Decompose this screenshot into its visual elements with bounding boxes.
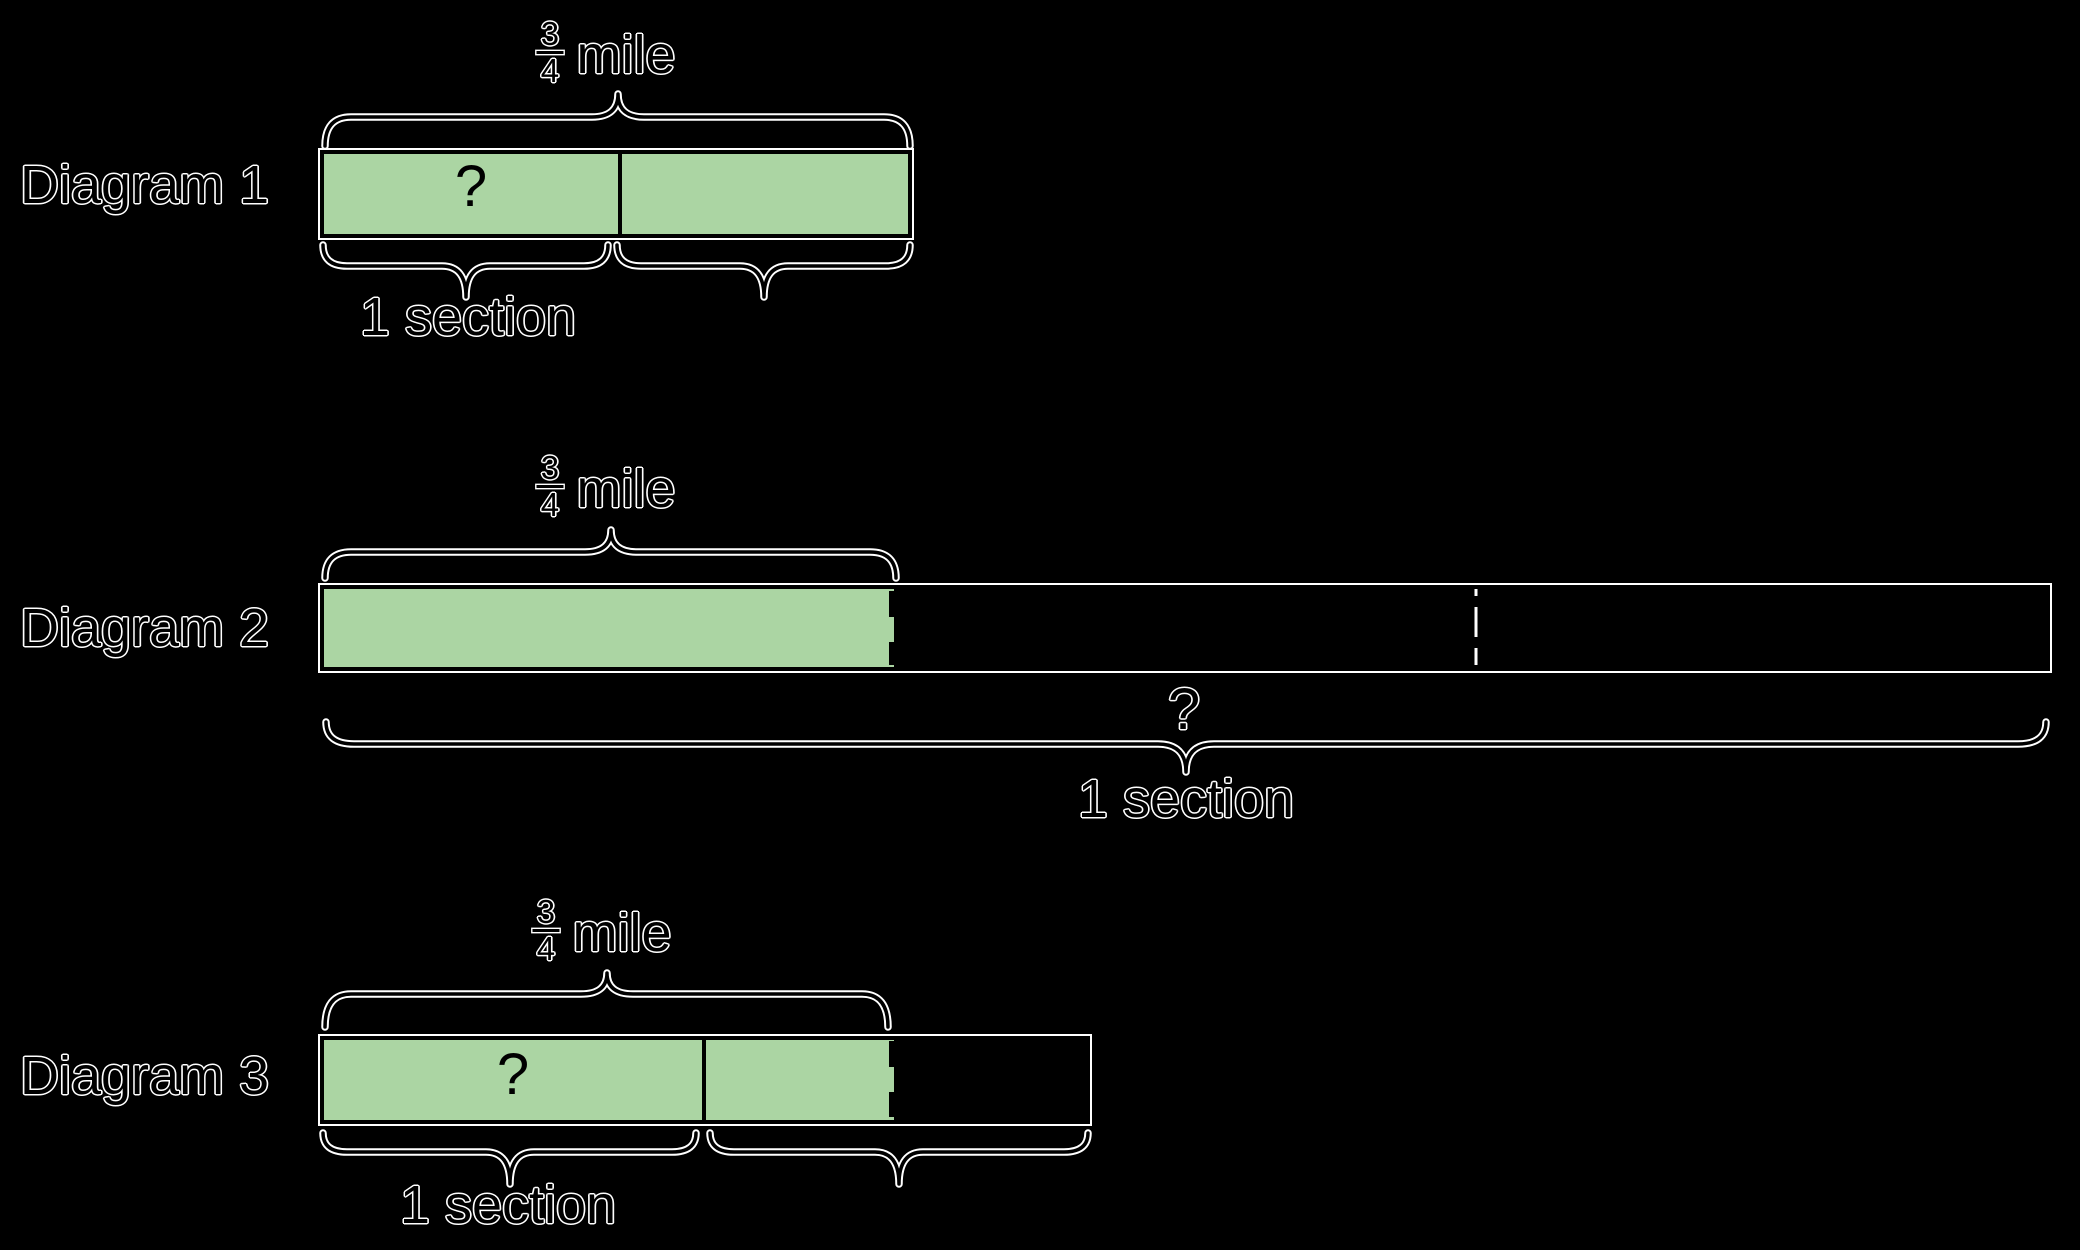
fraction-bar [536,50,564,54]
mile-unit-label: mile [576,459,676,519]
mile-unit-label: mile [572,903,672,963]
diagram-2-fraction: 3 4 [536,448,564,523]
fraction-numerator: 3 [536,892,556,930]
diagram-1-fraction: 3 4 [536,14,564,89]
diagram-3-mile-label: 3 4 mile [532,892,672,968]
fraction-bar [532,928,560,932]
diagram-2-question-mark: ? [1167,677,1201,742]
diagram-3-bar [320,1036,1090,1124]
fraction-numerator: 3 [540,448,560,486]
diagram-2-section-label: 1 section [1077,769,1295,829]
diagram-1-label: Diagram 1 [20,155,270,215]
diagram-3-section-label: 1 section [399,1175,617,1235]
diagram-1-mile-label: 3 4 mile [536,14,676,90]
diagram-3-question-mark: ? [496,1042,530,1107]
diagram-2-label: Diagram 2 [20,598,270,658]
fraction-numerator: 3 [540,14,560,52]
fraction-bar [536,484,564,488]
diagram-1-right-underbrace [613,241,914,301]
diagram-3-right-underbrace [706,1129,1092,1188]
fraction-denominator: 4 [536,929,556,967]
diagram-3-top-brace [321,969,892,1031]
diagram-2-green-segment [324,589,894,667]
diagram-3-label: Diagram 3 [20,1046,270,1106]
diagram-1-bar-divider [618,154,622,234]
diagram-3-green-segment [324,1040,894,1120]
fraction-denominator: 4 [540,485,560,523]
diagram-1-question-mark: ? [454,154,488,219]
diagram-2-top-brace [321,526,900,582]
diagram-2-bar [320,585,2050,671]
diagram-1-top-brace [321,90,914,150]
diagram-2-mile-label: 3 4 mile [536,448,676,524]
fraction-denominator: 4 [540,51,560,89]
diagram-3-fraction: 3 4 [532,892,560,967]
diagram-3-bar-divider [702,1040,706,1120]
diagram-1-section-label: 1 section [359,287,577,347]
diagram-1-bar [320,150,912,238]
mile-unit-label: mile [576,25,676,85]
